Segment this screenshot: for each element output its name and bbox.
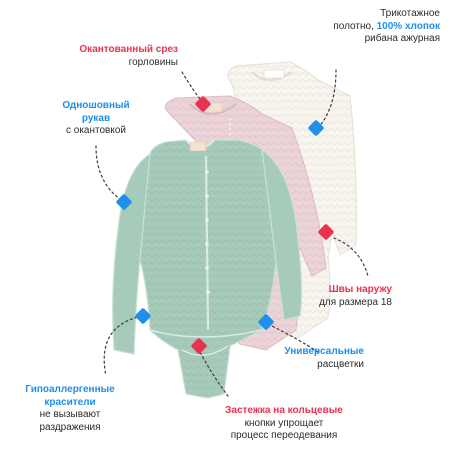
callout-snaps-line2: кнопки упрощает	[244, 417, 324, 429]
mint-bodysuit-tag	[189, 141, 207, 152]
marker-seams	[318, 224, 334, 240]
callout-dyes: Гипоаллергенные красители не вызывают ра…	[18, 384, 122, 434]
callout-sleeve-line1: Одношовный	[62, 100, 130, 111]
callout-sleeve: Одношовный рукав с окантовкой	[44, 100, 148, 138]
callout-dyes-line3: не вызывают	[39, 409, 101, 420]
mint-bodysuit-crotch	[181, 345, 229, 356]
marker-colors	[258, 314, 274, 330]
callout-colors-line1: Универсальные	[284, 346, 364, 357]
marker-snaps	[191, 338, 207, 354]
callout-dyes-line4: раздражения	[39, 421, 101, 433]
marker-sleeve	[116, 194, 132, 210]
snap-button	[206, 290, 210, 294]
callout-seams-line1: Швы наружу	[328, 284, 392, 295]
white-bodysuit-neckline	[251, 71, 293, 81]
callout-fabric-line2-prefix: полотно,	[333, 20, 377, 32]
callout-fabric-line2-highlight: 100% хлопок	[376, 20, 440, 32]
callout-dyes-line1: Гипоаллергенные	[25, 384, 115, 395]
snap-buttons	[205, 170, 210, 294]
marker-dyes	[135, 308, 151, 324]
callout-seams: Швы наружу для размера 18	[319, 284, 392, 309]
snap-button	[205, 218, 209, 222]
leader-line-seams	[333, 237, 369, 277]
callout-fabric-line3: рибана ажурная	[364, 33, 440, 44]
callout-colors-line2: расцветки	[317, 358, 364, 370]
mint-bodysuit-waist-seam	[149, 329, 263, 338]
callout-snaps: Застежка на кольцевые кнопки упрощает пр…	[196, 405, 372, 443]
callout-seams-line2: для размера 18	[319, 296, 392, 308]
callout-neckline-line2: горловины	[128, 56, 178, 68]
leader-line-sleeve	[95, 145, 125, 203]
callout-snaps-line1: Застежка на кольцевые	[225, 405, 343, 416]
white-bodysuit-tag	[263, 69, 285, 79]
callout-markers	[116, 96, 334, 354]
callout-neckline-line1: Окантованный срез	[79, 44, 178, 55]
mint-bodysuit-right-sleeve	[261, 148, 303, 321]
callout-dyes-line2: красители	[44, 396, 96, 408]
callout-snaps-line3: процесс переодевания	[230, 430, 338, 441]
snap-button	[205, 266, 209, 270]
snap-button	[205, 242, 209, 246]
snap-button	[205, 194, 209, 198]
leader-line-dyes	[103, 315, 143, 377]
callout-neckline: Окантованный срез горловины	[79, 44, 178, 69]
callout-sleeve-line2: рукав	[81, 112, 111, 124]
marker-fabric	[308, 120, 324, 136]
snap-button	[205, 170, 209, 174]
callout-fabric: Трикотажное полотно, 100% хлопок рибана …	[333, 8, 440, 46]
pink-bodysuit-neckline	[189, 103, 237, 115]
callout-fabric-line1: Трикотажное	[380, 8, 440, 19]
callout-colors: Универсальные расцветки	[284, 346, 364, 371]
leader-line-colors	[267, 323, 319, 353]
marker-neckline	[195, 96, 211, 112]
mint-bodysuit	[112, 139, 303, 399]
callout-sleeve-line3: с окантовкой	[66, 125, 126, 136]
